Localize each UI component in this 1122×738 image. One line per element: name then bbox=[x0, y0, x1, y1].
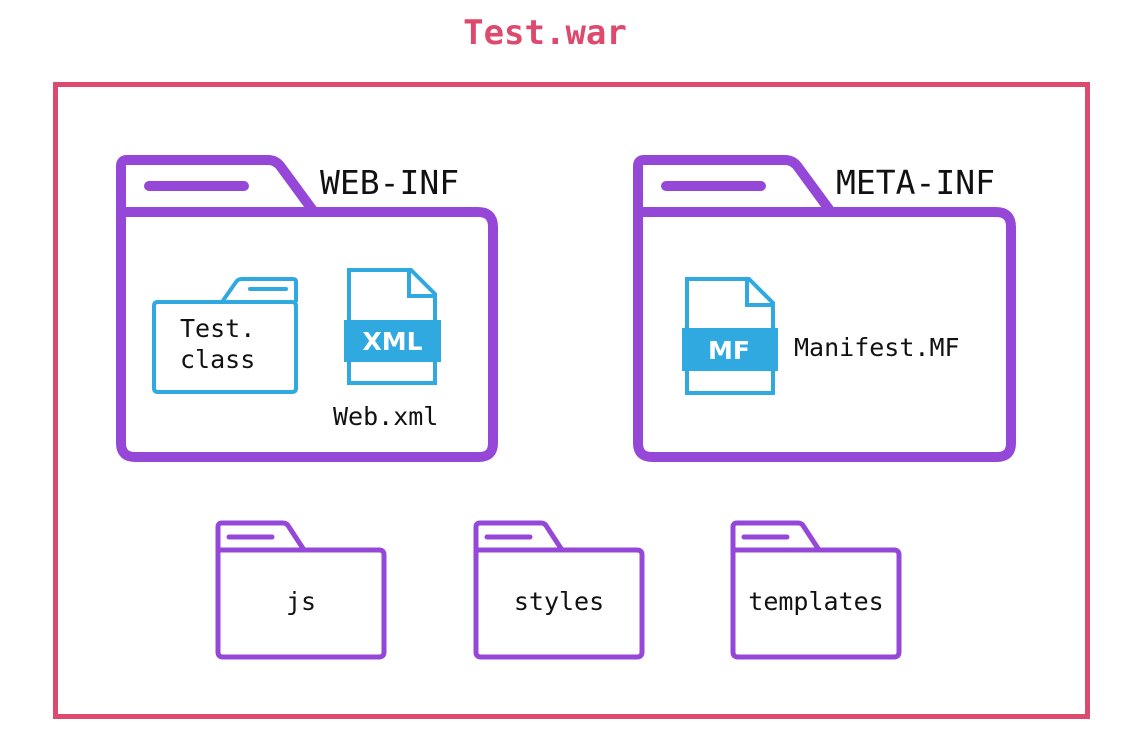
folder-icon bbox=[116, 155, 498, 462]
test-class-label-line1: Test. bbox=[180, 314, 255, 343]
xml-badge bbox=[344, 320, 441, 362]
folder-label-js: js bbox=[286, 587, 316, 616]
folder-label-web-inf: WEB-INF bbox=[320, 163, 459, 202]
folder-styles[interactable]: styles bbox=[473, 520, 645, 660]
manifest-mf-label: Manifest.MF bbox=[794, 333, 960, 362]
archive-box bbox=[53, 82, 1090, 719]
test-class-label-line2: class bbox=[180, 345, 255, 374]
test-class-item[interactable]: Test. class bbox=[152, 277, 298, 394]
folder-web-inf[interactable]: WEB-INF Test. class XML Web.xml bbox=[116, 155, 498, 462]
folder-icon bbox=[215, 520, 387, 660]
folder-label-meta-inf: META-INF bbox=[836, 163, 995, 202]
folder-icon bbox=[633, 155, 1016, 462]
folder-icon bbox=[152, 277, 298, 394]
web-xml-label: Web.xml bbox=[333, 402, 438, 431]
folder-meta-inf[interactable]: META-INF MF Manifest.MF bbox=[633, 155, 1016, 462]
xml-file-icon: XML bbox=[344, 268, 441, 385]
xml-badge-text: XML bbox=[362, 327, 422, 356]
mf-file-icon: MF bbox=[682, 277, 778, 395]
web-xml-item[interactable]: XML Web.xml bbox=[333, 268, 441, 431]
manifest-mf-item[interactable]: MF Manifest.MF bbox=[682, 277, 960, 395]
folder-icon bbox=[473, 520, 645, 660]
archive-title: Test.war bbox=[463, 13, 627, 53]
folder-templates[interactable]: templates bbox=[730, 520, 902, 660]
folder-js[interactable]: js bbox=[215, 520, 387, 660]
mf-badge-text: MF bbox=[708, 336, 750, 365]
folder-label-styles: styles bbox=[514, 587, 604, 616]
mf-badge bbox=[682, 328, 778, 371]
folder-label-templates: templates bbox=[748, 587, 883, 616]
folder-icon bbox=[730, 520, 902, 660]
